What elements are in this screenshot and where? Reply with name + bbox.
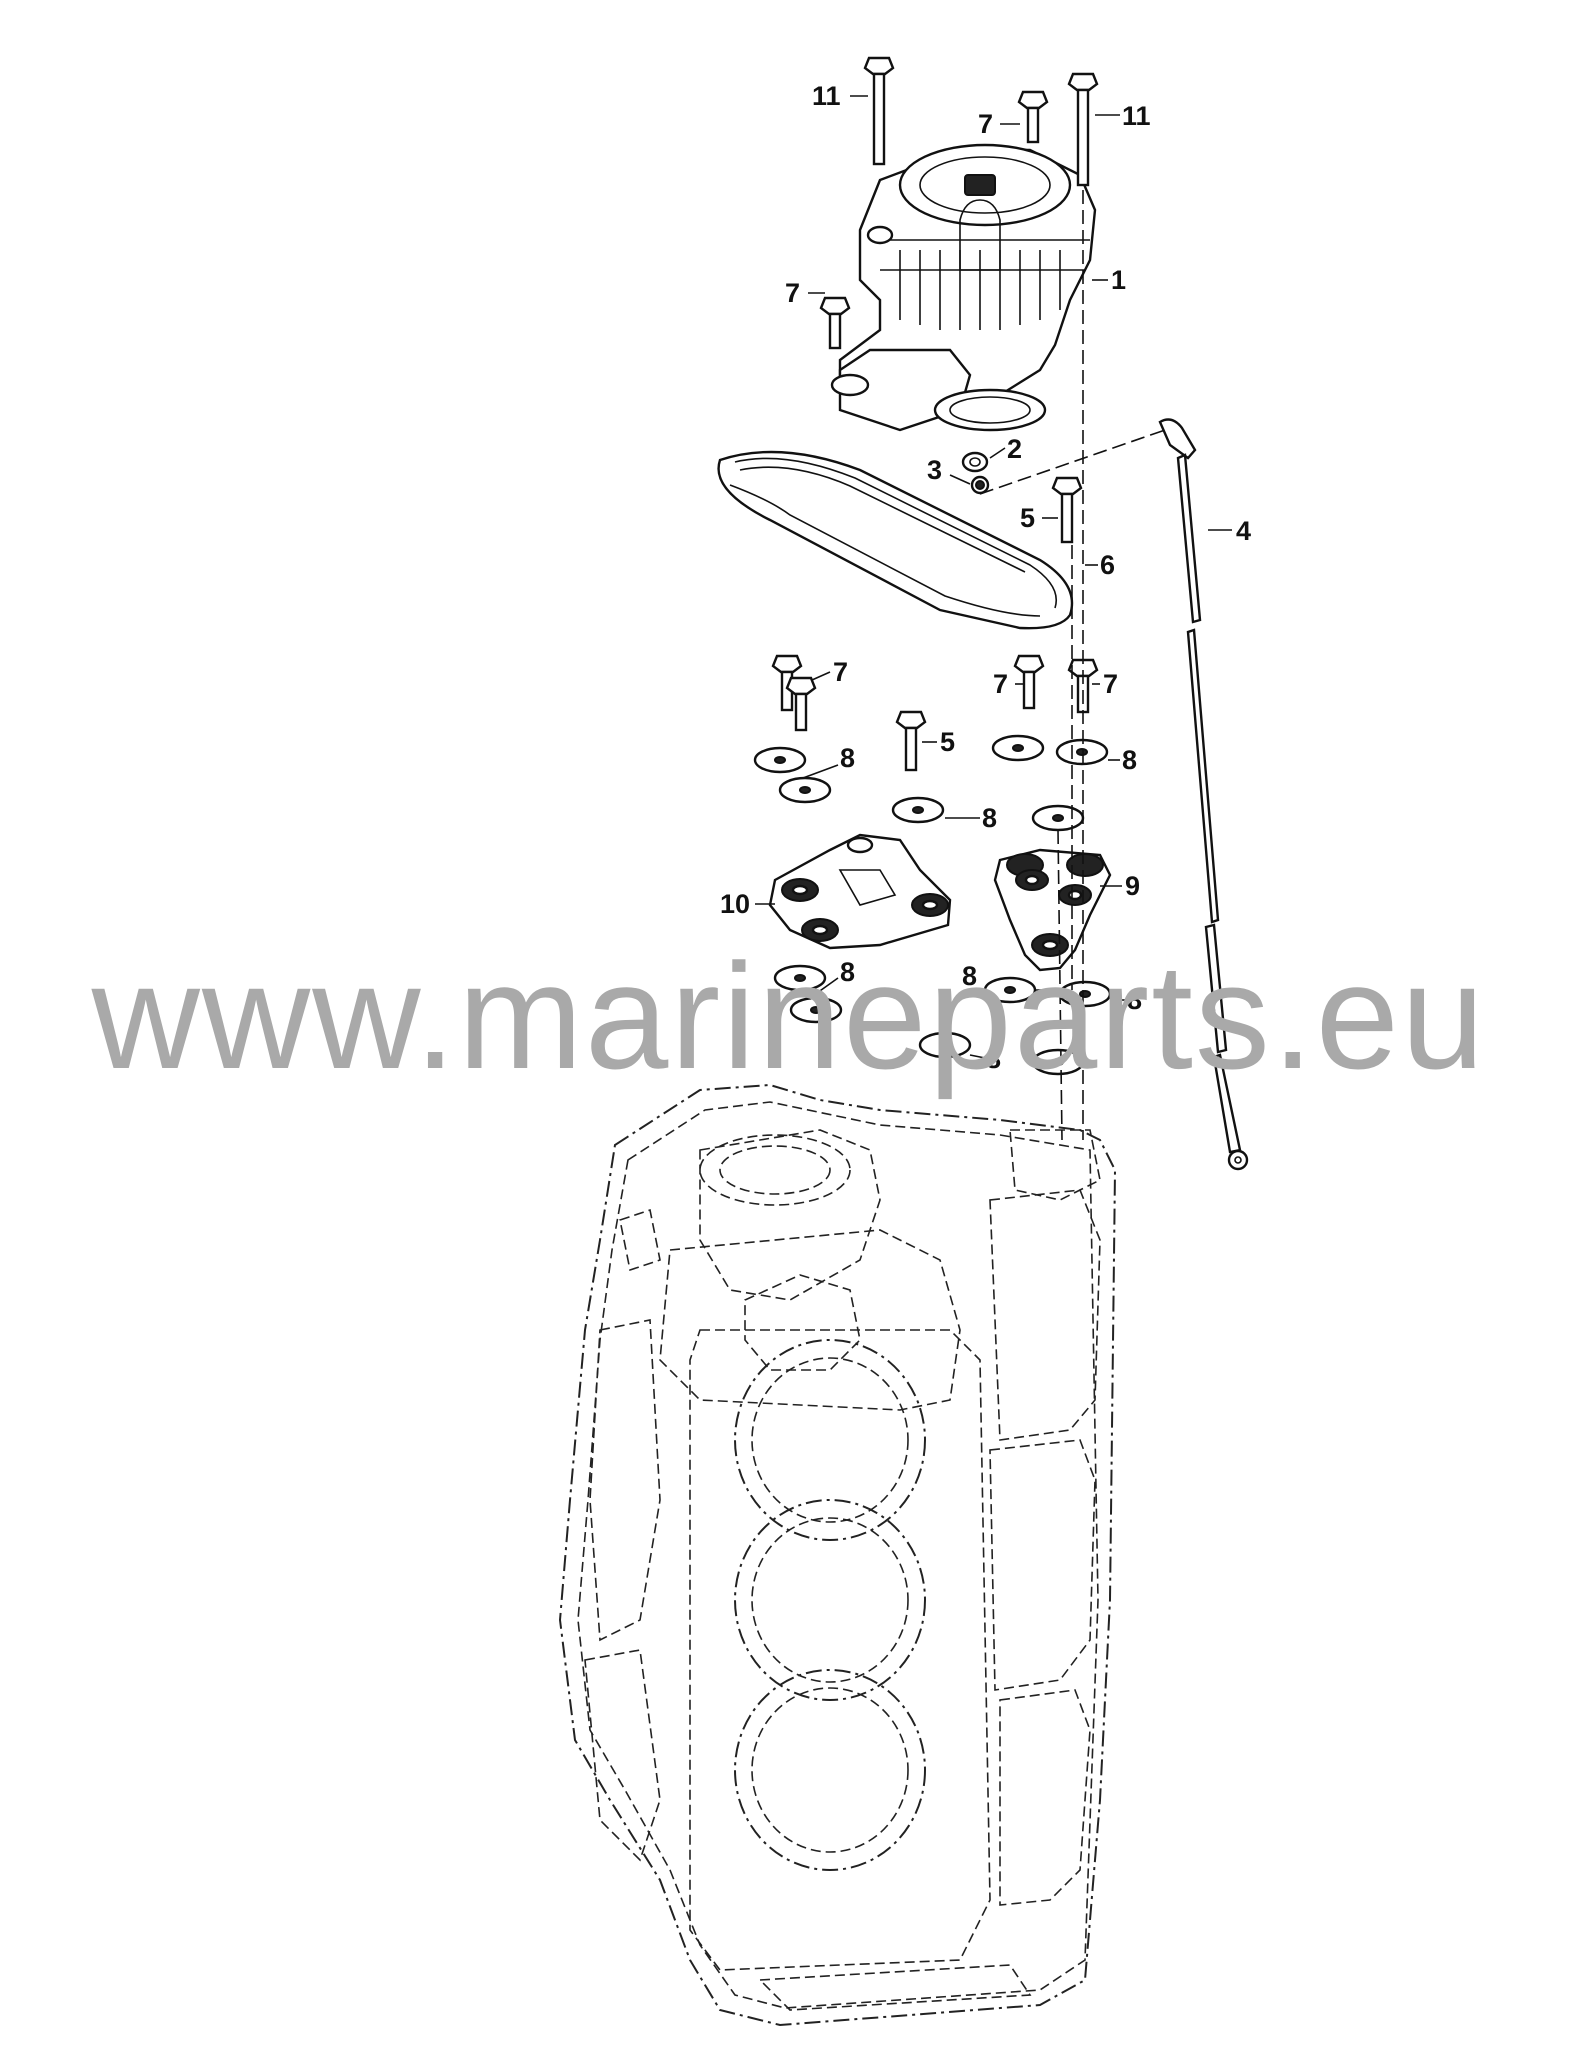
bolt-7-alternator-left: [819, 296, 851, 350]
callout-7-right-b: 7: [1103, 669, 1118, 699]
callout-1: 1: [1111, 265, 1126, 295]
bolt-5-middle: [895, 710, 927, 772]
washer-2: [961, 451, 989, 473]
bolt-7-right-b: [1067, 658, 1099, 714]
callout-5-middle: 5: [940, 727, 955, 757]
callout-3: 3: [927, 455, 942, 485]
bolt-5-upper: [1051, 476, 1083, 544]
engine-block-outline: [558, 1083, 1117, 2027]
callout-11-right: 11: [1122, 101, 1151, 131]
bolt-11-right: [1067, 72, 1099, 187]
bolt-7-pair-left-a: [771, 654, 803, 712]
callout-10: 10: [720, 889, 750, 919]
callout-5-upper: 5: [1020, 503, 1035, 533]
bolt-7-pair-left-b: [785, 676, 817, 732]
bolt-7-right-a: [1013, 654, 1045, 710]
bolt-7-top: [1017, 90, 1049, 144]
watermark-text: www.marineparts.eu: [91, 932, 1487, 1100]
bolt-11-left: [863, 56, 895, 166]
bracket-10: [768, 833, 952, 950]
callout-11-left: 11: [812, 81, 841, 111]
callout-7-pair-left: 7: [833, 657, 848, 687]
callout-6: 6: [1100, 550, 1115, 580]
callout-8-lower-mid: 8: [962, 961, 977, 991]
leader-lines: [755, 95, 1232, 1059]
callout-8-bottom: 8: [986, 1044, 1001, 1074]
assembly-lines: [979, 190, 1166, 1141]
callout-7-right-a: 7: [993, 669, 1008, 699]
callout-8-lower-left: 8: [840, 957, 855, 987]
callout-8-upper-left: 8: [840, 743, 855, 773]
callout-8-middle: 8: [982, 803, 997, 833]
callout-4: 4: [1236, 516, 1251, 546]
callout-9: 9: [1125, 871, 1140, 901]
callouts: 11 11 7 1 7 2 3 4 5 6 7 7 7 5 8 8 8 9 10…: [720, 81, 1251, 1074]
callout-8-lower-right: 8: [1127, 985, 1142, 1015]
nut-3: [970, 475, 990, 495]
callout-7-top: 7: [978, 109, 993, 139]
callout-8-upper-right: 8: [1122, 745, 1137, 775]
callout-7-alternator: 7: [785, 278, 800, 308]
drive-belt: [717, 450, 1074, 630]
callout-2: 2: [1007, 434, 1022, 464]
rod-4: [1158, 418, 1249, 1171]
alternator: [830, 143, 1097, 432]
